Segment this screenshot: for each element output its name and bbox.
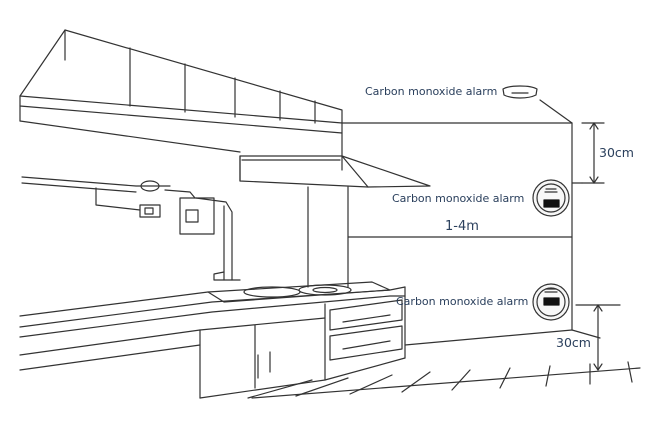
alarm-ceiling-label: Carbon monoxide alarm <box>365 85 498 98</box>
dimension-lines <box>571 122 621 371</box>
alarm-wall-low-label: Carbon monoxide alarm <box>396 295 529 308</box>
wall-alarm-icon <box>532 179 570 217</box>
ceiling-alarm-icon <box>502 85 538 99</box>
dimension-range-label: 1-4m <box>445 219 479 234</box>
dimension-ceiling-label: 30cm <box>599 145 634 160</box>
alarm-wall-high-label: Carbon monoxide alarm <box>392 192 525 205</box>
floor <box>247 361 641 399</box>
wall-alarm-icon <box>532 283 570 321</box>
lower-cabinets <box>19 286 406 399</box>
room-walls <box>341 99 601 346</box>
upper-cabinets <box>19 29 343 153</box>
gas-pipes <box>21 176 241 281</box>
dimension-floor-label: 30cm <box>556 335 591 350</box>
range-hood <box>239 155 431 288</box>
